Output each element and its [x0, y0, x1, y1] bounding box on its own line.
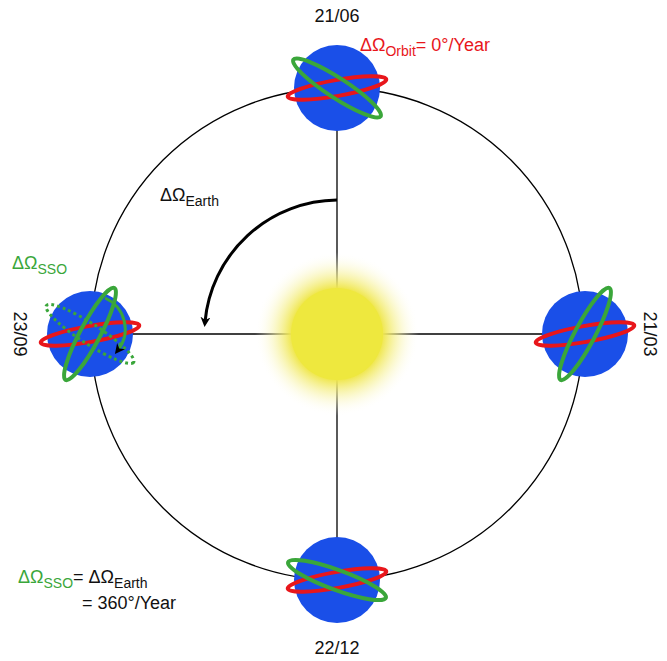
sso-drift-label: ΔΩSSO: [12, 254, 67, 276]
label-text: ΔΩ: [160, 185, 185, 205]
earth-left: [39, 283, 140, 384]
label-text: 22/12: [314, 638, 359, 658]
label-text: ΔΩ: [360, 35, 385, 55]
label-text: 23/09: [10, 311, 30, 356]
equation-label: ΔΩSSO= ΔΩEarth: [18, 568, 148, 590]
date-label: 23/09: [11, 311, 29, 356]
date-label: 22/12: [314, 639, 359, 657]
subscript-text: SSO: [43, 575, 73, 591]
label-text: ΔΩ: [18, 567, 43, 587]
sun: [255, 252, 419, 416]
rotation-arrow: [205, 200, 337, 322]
label-text: ΔΩ: [12, 253, 37, 273]
label-text: 21/03: [640, 311, 660, 356]
sun-core: [291, 288, 383, 380]
date-label: 21/06: [314, 7, 359, 25]
subscript-text: Orbit: [385, 43, 415, 59]
earth-right: [534, 283, 635, 384]
label-text: 21/06: [314, 6, 359, 26]
subscript-text: SSO: [37, 261, 67, 277]
date-label: 21/03: [641, 311, 659, 356]
subscript-text: Earth: [185, 193, 218, 209]
label-text: = 0°/Year: [416, 35, 490, 55]
label-text: = ΔΩ: [73, 567, 114, 587]
orbit-drift-label: ΔΩOrbit= 0°/Year: [360, 36, 490, 58]
earth-drift-label: ΔΩEarth: [160, 186, 219, 208]
label-text: = 360°/Year: [82, 593, 176, 613]
subscript-text: Earth: [114, 575, 147, 591]
earth-bottom: [285, 537, 390, 623]
equation-label: = 360°/Year: [82, 594, 176, 612]
earth-top: [286, 45, 387, 131]
